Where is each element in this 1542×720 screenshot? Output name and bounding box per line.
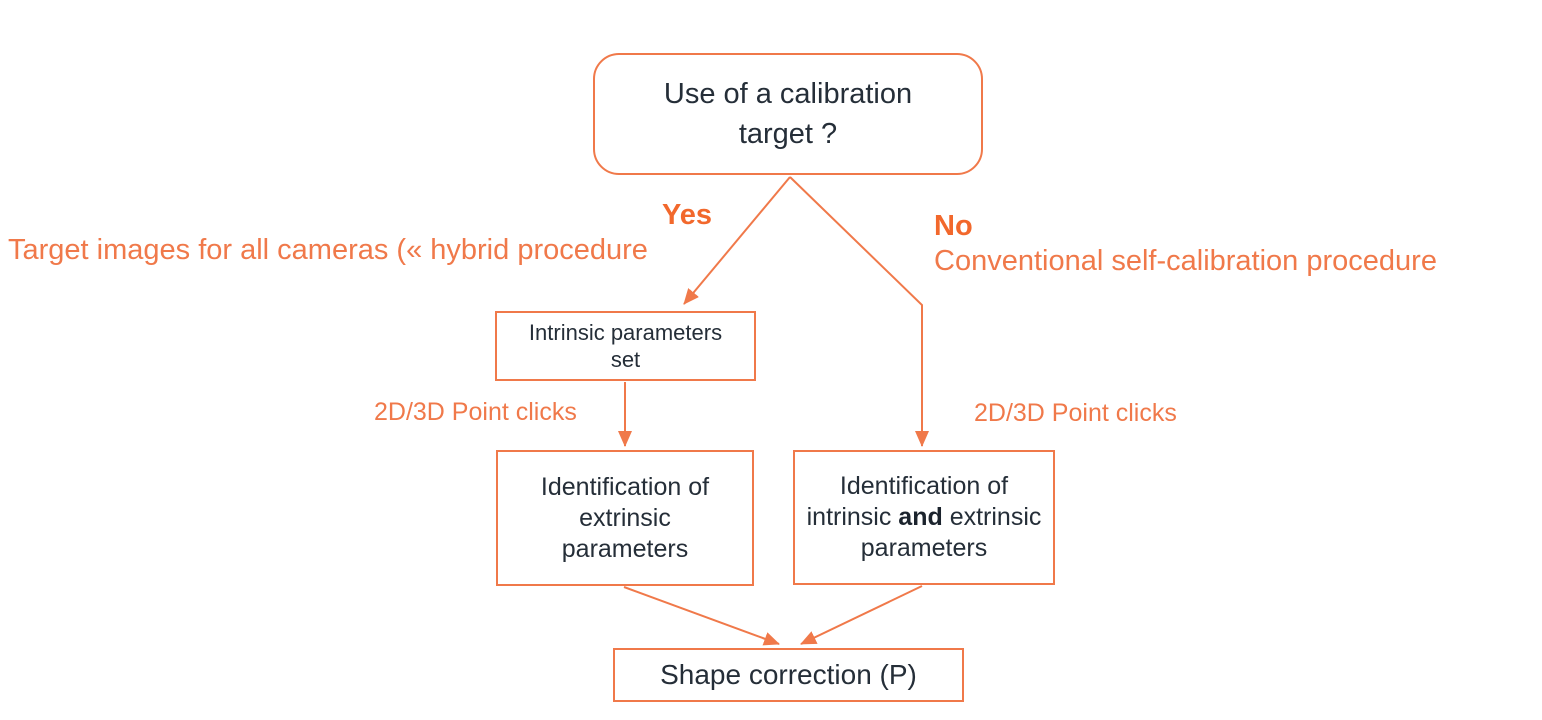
- node-both-line-2-suffix: extrinsic: [942, 503, 1042, 531]
- node-intrinsic-parameters-set: Intrinsic parameters set: [495, 311, 756, 381]
- edge-right-to-shape-arrow: [800, 585, 923, 645]
- node-shape-correction-label: Shape correction (P): [660, 659, 917, 690]
- node-calibration-question: Use of a calibration target ?: [593, 53, 983, 175]
- node-extrinsic-line-1: Identification of: [540, 472, 710, 501]
- node-identification-extrinsic: Identification of extrinsic parameters: [496, 450, 754, 586]
- node-calibration-question-label: Use of a calibration target ?: [663, 78, 913, 150]
- node-intrinsic-line-1: Intrinsic parameters: [528, 320, 723, 345]
- label-point-clicks-right: 2D/3D Point clicks: [974, 399, 1177, 427]
- label-point-clicks-left: 2D/3D Point clicks: [374, 398, 577, 426]
- edge-yes-arrow: [683, 176, 791, 305]
- label-no: No: [934, 210, 973, 242]
- node-both-line-2-and: and: [898, 503, 943, 531]
- node-both-line-3: parameters: [860, 534, 988, 562]
- edge-left-to-shape-arrow: [623, 586, 780, 646]
- label-yes: Yes: [662, 199, 712, 231]
- node-extrinsic-line-3: parameters: [561, 534, 689, 563]
- edge-no-arrow: [789, 176, 929, 447]
- node-both-line-2: intrinsic and extrinsic: [807, 502, 1042, 533]
- node-identification-intrinsic-extrinsic: Identification of intrinsic and extrinsi…: [793, 450, 1055, 585]
- label-no-description: Conventional self-calibration procedure: [934, 245, 1437, 277]
- node-extrinsic-line-2: extrinsic: [579, 503, 671, 532]
- node-shape-correction: Shape correction (P): [613, 648, 964, 702]
- node-both-line-1: Identification of: [839, 472, 1009, 500]
- label-yes-description: Target images for all cameras (« hybrid …: [8, 234, 648, 266]
- node-intrinsic-line-2: set: [610, 347, 641, 372]
- node-both-line-2-prefix: intrinsic: [806, 503, 899, 531]
